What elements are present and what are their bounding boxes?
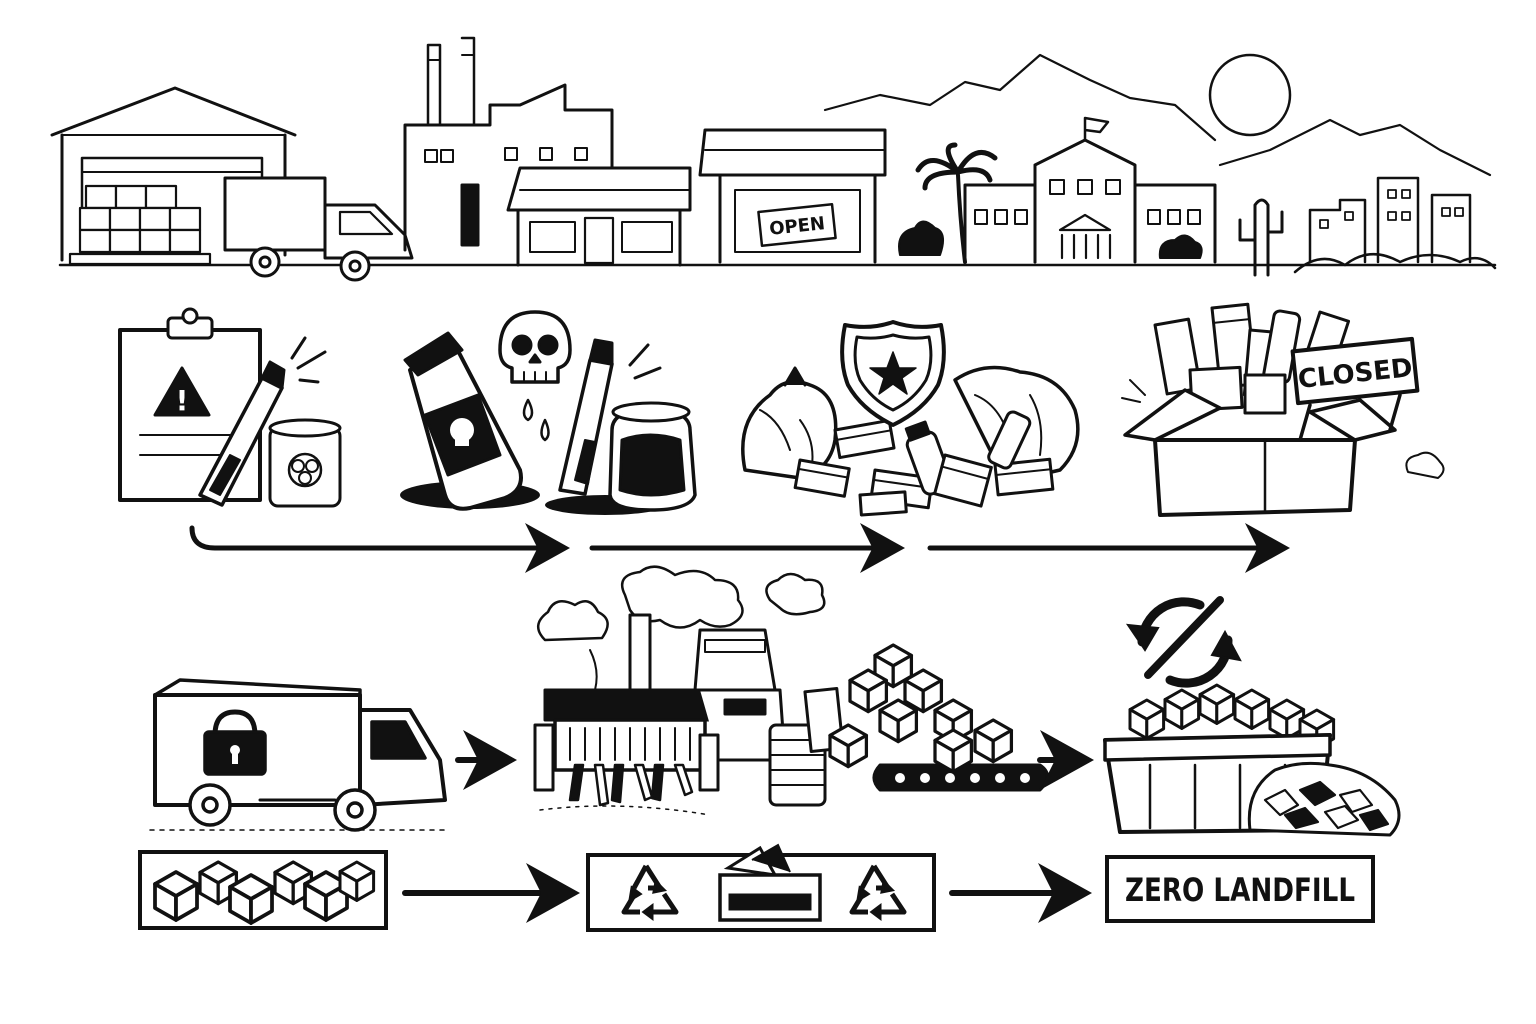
mountains-icon — [825, 55, 1490, 175]
recycle-panel — [588, 845, 934, 930]
clipboard-hazard-stage: ! — [120, 309, 340, 506]
confiscation-stage — [743, 322, 1078, 515]
zero-landfill-badge: ZERO LANDFILL — [1107, 857, 1373, 921]
dumpster-icon — [1105, 685, 1399, 835]
smoke-cloud — [538, 601, 607, 640]
city-skyline — [1295, 178, 1495, 272]
cube-stack — [830, 645, 1011, 772]
police-badge-icon — [842, 322, 944, 425]
biohazard-jar-icon — [270, 420, 340, 506]
town-skyline: OPEN — [52, 38, 1495, 280]
cube-pile-icon — [140, 852, 386, 928]
svg-text:!: ! — [176, 384, 189, 417]
closed-business-stage: CLOSED — [1122, 304, 1444, 515]
sun-icon — [1210, 55, 1290, 135]
sequence-arrows-row-1 — [192, 528, 1280, 548]
factory-icon — [405, 38, 612, 250]
bush-icon — [1160, 235, 1202, 258]
zero-landfill-label: ZERO LANDFILL — [1125, 871, 1355, 909]
no-recycle-icon — [1128, 600, 1240, 683]
arrow-connector — [192, 528, 560, 548]
smoke-cloud — [766, 574, 824, 614]
skull-icon — [500, 312, 570, 382]
storefront-icon — [508, 168, 690, 265]
drip-icon — [524, 400, 549, 440]
open-sign-icon: OPEN — [758, 204, 835, 246]
jar-icon — [610, 403, 695, 510]
open-shop: OPEN — [700, 130, 885, 262]
poison-stage — [400, 312, 695, 515]
bush-icon — [899, 222, 943, 256]
locked-truck-icon — [150, 680, 450, 830]
